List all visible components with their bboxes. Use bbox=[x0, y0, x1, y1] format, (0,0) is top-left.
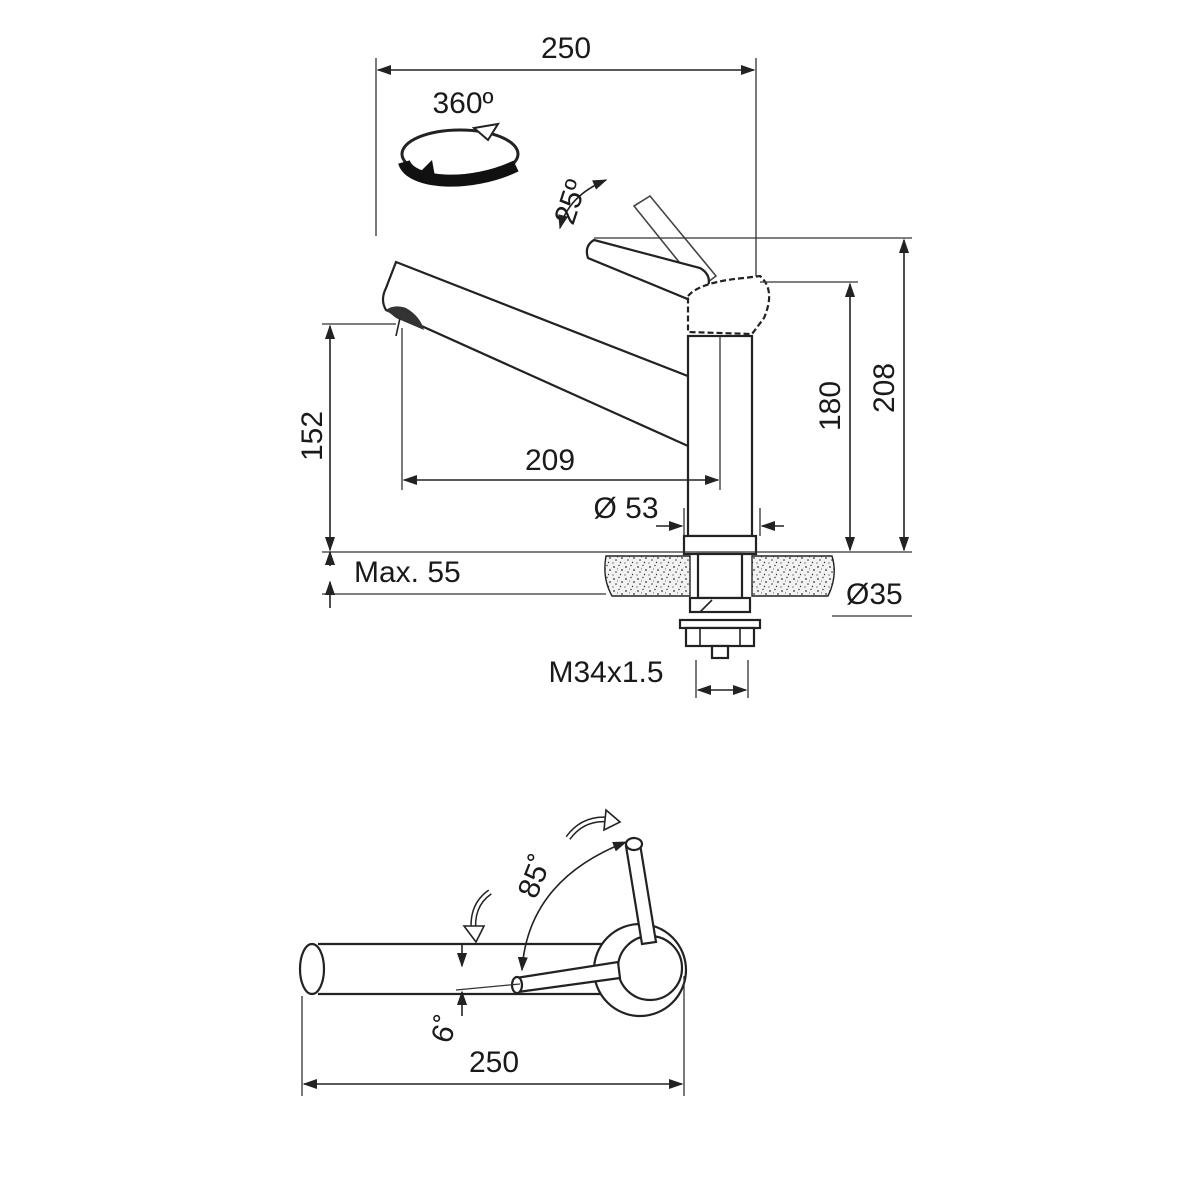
base-diameter-dimension: Ø 53 bbox=[593, 492, 784, 536]
side-view: 250 360º 25º bbox=[296, 32, 912, 698]
plan-view: 85˚ 6˚ 250 bbox=[298, 808, 688, 1096]
spout bbox=[381, 260, 700, 448]
overall-height-label: 208 bbox=[868, 363, 901, 413]
body-height-dimension: 180 bbox=[760, 281, 858, 552]
plan-lever-rotated bbox=[624, 836, 658, 946]
fixing-hardware bbox=[678, 596, 762, 660]
max-worktop-label: Max. 55 bbox=[354, 556, 461, 589]
lever-angle-dimension: 25º bbox=[548, 176, 608, 230]
lever-angle-label: 25º bbox=[548, 176, 593, 228]
thread-dimension: M34x1.5 bbox=[548, 656, 749, 698]
thread-label: M34x1.5 bbox=[548, 656, 663, 689]
cartridge-head bbox=[686, 274, 771, 336]
plan-width-label: 250 bbox=[469, 1046, 519, 1079]
plan-width-dimension: 250 bbox=[301, 976, 685, 1096]
worktop-thickness-dimension: Max. 55 bbox=[324, 550, 461, 608]
curved-arrow-icon bbox=[565, 808, 622, 840]
spout-reach-label: 209 bbox=[525, 444, 575, 477]
rotation-arrow-icon: 360º bbox=[398, 87, 520, 187]
hole-diameter-label: Ø35 bbox=[846, 578, 903, 611]
overall-width-label: 250 bbox=[541, 32, 591, 65]
lever-raised-outline bbox=[632, 194, 718, 290]
overall-height-dimension: 208 bbox=[594, 237, 912, 552]
overall-width-dimension: 250 bbox=[375, 32, 757, 282]
curved-arrow-icon bbox=[462, 889, 492, 944]
spout-height-label: 152 bbox=[296, 411, 329, 461]
body-height-label: 180 bbox=[814, 381, 847, 431]
spout-reach-dimension: 209 bbox=[401, 328, 721, 490]
hole-diameter-dimension: Ø35 bbox=[846, 578, 903, 611]
spout-angle-label: 6˚ bbox=[425, 1011, 465, 1047]
swivel-angle-label: 360º bbox=[432, 87, 493, 120]
lever-rotation-label: 85˚ bbox=[512, 850, 559, 903]
base-diameter-label: Ø 53 bbox=[593, 492, 658, 525]
spout-height-dimension: 152 bbox=[296, 323, 396, 552]
